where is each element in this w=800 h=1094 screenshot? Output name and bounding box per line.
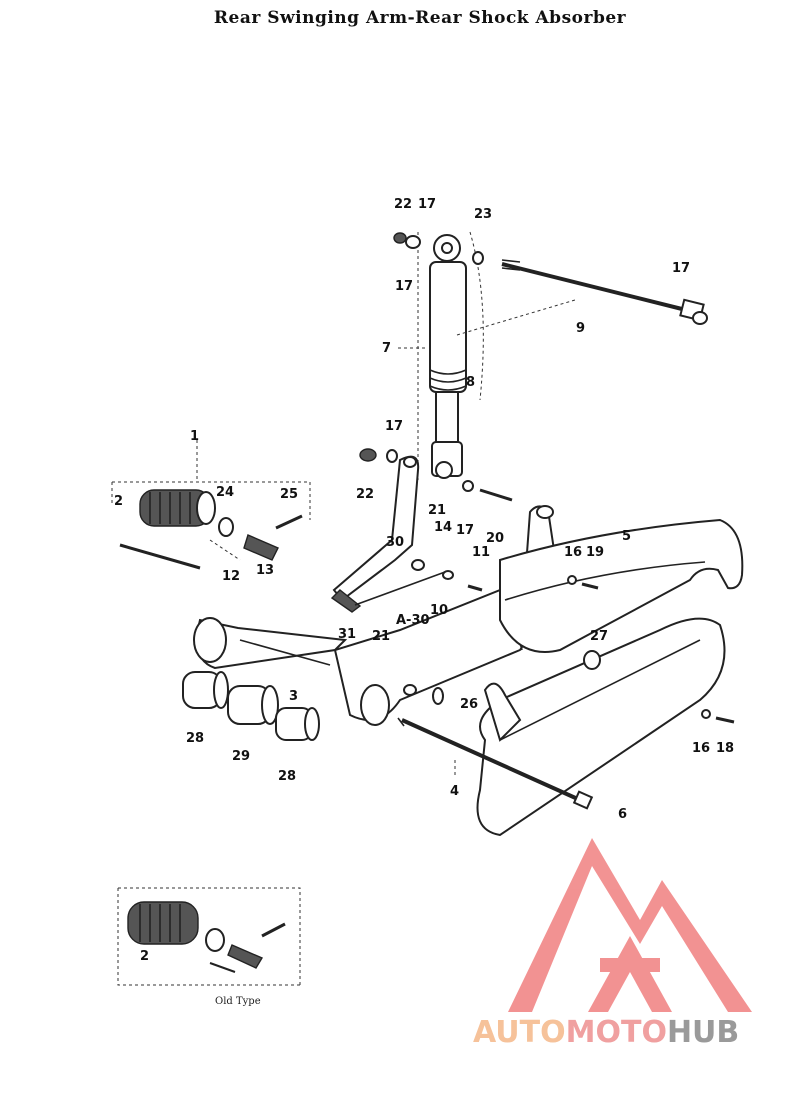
watermark-text: AUTOMOTOHUB (473, 1015, 739, 1050)
label-10: 10 (430, 603, 448, 618)
label-9: 9 (576, 321, 585, 336)
label-3: 3 (289, 689, 298, 704)
svg-text:AUTOMOTOHUB: AUTOMOTOHUB (473, 1015, 739, 1050)
label-26: 26 (460, 697, 478, 712)
leader-lines (196, 299, 576, 775)
label-17-top: 17 (418, 197, 436, 212)
label-21-upper: 21 (428, 503, 446, 518)
label-27: 27 (590, 629, 608, 644)
watermark-auto: AUTO (473, 1015, 566, 1050)
label-a-30: A-30 (396, 613, 430, 628)
bushing-set (182, 671, 320, 741)
shock-top-hardware (393, 232, 484, 265)
label-30: 30 (386, 535, 404, 550)
diagram-title: Rear Swinging Arm-Rear Shock Absorber (213, 8, 627, 28)
label-17-shock: 17 (395, 279, 413, 294)
chain-guard (499, 518, 744, 653)
label-18: 18 (716, 741, 734, 756)
old-type-inset: Old Type (117, 887, 301, 1007)
label-2: 2 (114, 494, 123, 509)
label-7: 7 (382, 341, 391, 356)
label-5: 5 (622, 529, 631, 544)
part-labels: 1 2 2 3 4 5 6 7 8 9 10 11 12 13 14 16 16… (114, 197, 734, 964)
label-19: 19 (586, 545, 604, 560)
label-22-top: 22 (394, 197, 412, 212)
label-6: 6 (618, 807, 627, 822)
label-11: 11 (472, 545, 490, 560)
label-31: 31 (338, 627, 356, 642)
label-14: 14 (434, 520, 452, 535)
label-17-nut: 17 (385, 419, 403, 434)
swing-arm (193, 455, 562, 726)
label-22-nut: 22 (356, 487, 374, 502)
label-28-right: 28 (278, 769, 296, 784)
label-28-left: 28 (186, 731, 204, 746)
label-16-lower: 16 (692, 741, 710, 756)
misc-hardware (359, 448, 735, 724)
label-21-lower: 21 (372, 629, 390, 644)
label-20: 20 (486, 531, 504, 546)
shock-absorber (417, 231, 484, 480)
label-25: 25 (280, 487, 298, 502)
label-29: 29 (232, 749, 250, 764)
label-4: 4 (450, 784, 459, 799)
label-13: 13 (256, 563, 274, 578)
label-8: 8 (466, 375, 475, 390)
footrest-assembly (111, 481, 311, 570)
old-type-caption: Old Type (215, 996, 261, 1007)
label-2-old-type: 2 (140, 949, 149, 964)
label-17-arm: 17 (456, 523, 474, 538)
watermark-hub: HUB (667, 1015, 739, 1050)
watermark-logo (508, 838, 752, 1012)
label-24: 24 (216, 485, 234, 500)
label-12: 12 (222, 569, 240, 584)
label-1: 1 (190, 429, 199, 444)
label-16-upper: 16 (564, 545, 582, 560)
watermark-moto: MOTO (566, 1015, 667, 1050)
shaft-9 (501, 259, 708, 325)
label-17-shaft: 17 (672, 261, 690, 276)
axle-4 (397, 717, 594, 810)
label-23: 23 (474, 207, 492, 222)
